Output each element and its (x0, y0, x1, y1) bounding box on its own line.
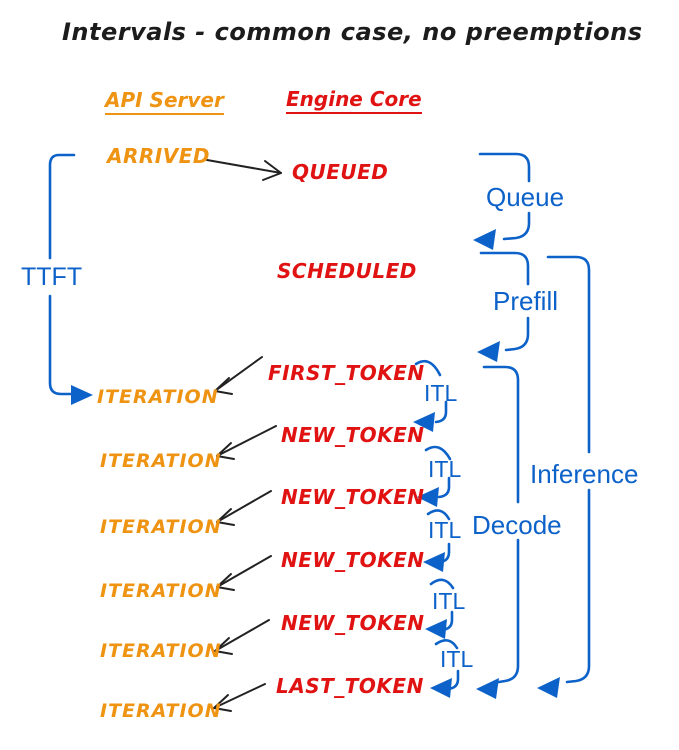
inference-label: Inference (530, 459, 639, 489)
queue-arrowhead (473, 229, 496, 250)
token-iteration-arrow-4 (216, 555, 272, 591)
ttft-arrowhead (71, 385, 93, 405)
itl-label-4: ITL (432, 588, 466, 614)
new-token-label-1: NEW_TOKEN (281, 423, 425, 447)
new-token-label-4: NEW_TOKEN (281, 611, 425, 635)
itl-label-1: ITL (424, 380, 458, 406)
queue-label: Queue (486, 182, 565, 212)
iteration-label-4: ITERATION (100, 580, 222, 602)
iteration-label-3: ITERATION (100, 516, 222, 538)
iteration-label-1: ITERATION (97, 386, 219, 408)
decode-arrowhead (476, 678, 499, 699)
ttft-label: TTFT (21, 263, 83, 291)
prefill-bracket (477, 251, 530, 362)
inference-arrowhead (537, 677, 560, 698)
itl-bracket-5 (430, 639, 460, 698)
prefill-arrowhead (477, 341, 500, 362)
api-server-header: API Server (105, 88, 224, 115)
token-iteration-arrow-5 (214, 619, 270, 655)
iteration-label-5: ITERATION (100, 640, 222, 662)
itl-bracket-1 (413, 360, 448, 432)
inference-bracket (537, 255, 591, 698)
itl-label-2: ITL (428, 456, 462, 482)
decode-bracket (476, 365, 520, 699)
queued-label: QUEUED (292, 160, 389, 184)
itl-bracket-4 (425, 578, 455, 639)
arrived-queued-arrow (206, 159, 282, 181)
engine-core-header: Engine Core (286, 87, 422, 114)
iteration-label-6: ITERATION (100, 700, 222, 722)
prefill-label: Prefill (493, 286, 559, 316)
token-iteration-arrow-2 (216, 425, 277, 460)
itl-bracket-3 (423, 509, 451, 572)
queue-bracket (473, 152, 531, 250)
ttft-bracket (48, 153, 93, 405)
decode-label: Decode (472, 510, 562, 540)
last-token-label: LAST_TOKEN (276, 674, 424, 698)
new-token-label-2: NEW_TOKEN (281, 485, 425, 509)
scheduled-label: SCHEDULED (277, 259, 417, 283)
page-title: Intervals - common case, no preemptions (62, 18, 643, 46)
new-token-label-3: NEW_TOKEN (281, 548, 425, 572)
arrived-label: ARRIVED (107, 144, 210, 168)
itl-label-3: ITL (428, 517, 462, 543)
first-token-label: FIRST_TOKEN (268, 361, 425, 385)
token-iteration-arrow-3 (216, 490, 272, 526)
iteration-label-2: ITERATION (100, 450, 222, 472)
token-iteration-arrow-1 (214, 356, 263, 395)
itl-label-5: ITL (440, 646, 474, 672)
itl-bracket-2 (417, 445, 452, 507)
token-iteration-arrow-6 (213, 683, 266, 712)
token-iteration-arrows (213, 356, 277, 712)
